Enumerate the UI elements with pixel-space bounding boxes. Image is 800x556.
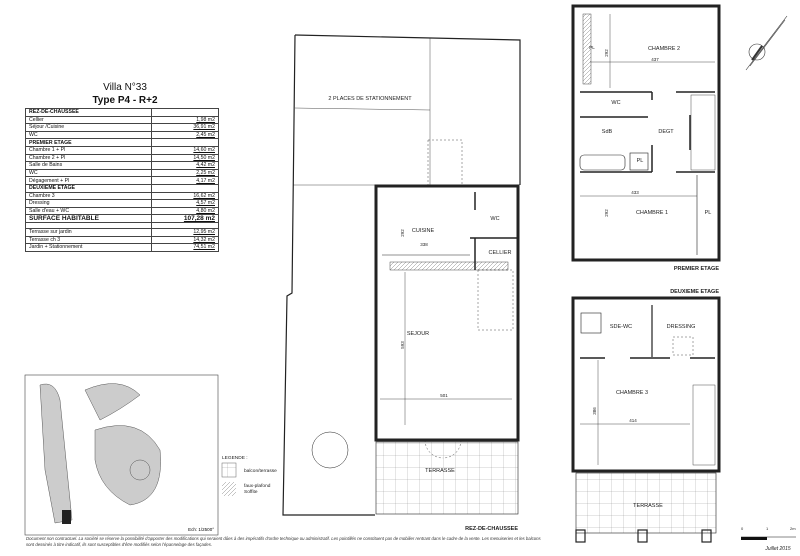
terrace-grid-2 xyxy=(575,472,717,534)
dim-ch1-height: 292 xyxy=(604,209,609,217)
site-location-map: Ech: 1/2500° xyxy=(24,374,219,536)
label-sde-wc: SDE-WC xyxy=(610,324,632,330)
date: Juillet 2015 xyxy=(764,546,791,552)
villa-type: Type P4 - R+2 xyxy=(92,95,158,106)
plan-rez-de-chaussee xyxy=(282,34,521,516)
etage2-labels: DEUXIEME ETAGE SDE-WC DRESSING CHAMBRE 3… xyxy=(592,289,719,509)
row-value xyxy=(151,221,219,229)
legend-swatch-soffite xyxy=(222,482,236,496)
label-sdb: SdB xyxy=(602,129,613,135)
scale-tick-1: 1 xyxy=(766,526,769,531)
level-title-premier: PREMIER ETAGE xyxy=(674,266,719,272)
legend: LEGENDE : balcon/terrasse faux-plafond S… xyxy=(221,455,277,496)
legend-item-soffite: Soffite xyxy=(244,489,258,495)
label-cuisine: CUISINE xyxy=(412,228,435,234)
villa-number: Villa N°33 xyxy=(103,82,147,93)
legend-item-faux-plafond: faux-plafond xyxy=(244,483,271,489)
scale-tick-2: 2m xyxy=(790,526,796,531)
plan-deuxieme-etage xyxy=(571,296,721,543)
legend-title: LEGENDE : xyxy=(222,455,248,461)
legend-swatch-terrace xyxy=(221,462,237,478)
dim-ch1-width: 433 xyxy=(631,190,639,195)
label-cellier: CELLIER xyxy=(489,250,512,256)
dim-sejour-height: 593 xyxy=(400,341,405,349)
dim-cuisine-height: 292 xyxy=(400,229,405,237)
parcel-boundary-left xyxy=(282,34,375,516)
label-chambre3: CHAMBRE 3 xyxy=(616,390,648,396)
label-terrasse-2: TERRASSE xyxy=(633,503,663,509)
disclaimer: Document non contractuel. La société se … xyxy=(26,536,541,547)
level-title-rdc: REZ-DE-CHAUSSEE xyxy=(465,526,518,532)
label-pl-ch1: PL xyxy=(705,210,712,216)
label-wc: WC xyxy=(611,100,620,106)
label-dressing: DRESSING xyxy=(667,324,696,330)
house-walls xyxy=(374,184,520,442)
north-compass-icon xyxy=(745,15,788,71)
label-parking: 2 PLACES DE STATIONNEMENT xyxy=(328,96,412,102)
label-degt: DEGT xyxy=(658,129,674,135)
dim-sejour-width: 501 xyxy=(440,393,448,398)
label-wc: WC xyxy=(490,216,499,222)
site-scale: Ech: 1/2500° xyxy=(188,527,214,532)
scale-bar: 0 1 2m Juillet 2015 xyxy=(741,526,796,552)
label-chambre2: CHAMBRE 2 xyxy=(648,46,680,52)
label-sejour: SEJOUR xyxy=(407,331,429,337)
label-pl-ch2: PL xyxy=(589,45,595,50)
dim-ch2-width: 437 xyxy=(651,57,659,62)
etage1-labels: CHAMBRE 2 437 292 PL WC SdB DEGT PL 433 … xyxy=(589,45,719,272)
plan-premier-etage xyxy=(571,4,721,262)
parcel-boundary xyxy=(294,34,521,185)
label-chambre1: CHAMBRE 1 xyxy=(636,210,668,216)
dim-cuisine-width: 338 xyxy=(420,242,428,247)
dim-ch2-height: 292 xyxy=(604,49,609,57)
row-value: 74,51 m2 xyxy=(151,243,219,252)
label-pl: PL xyxy=(637,158,644,164)
label-terrasse: TERRASSE xyxy=(425,468,455,474)
terrace-grid xyxy=(375,441,519,515)
legend-item-terrace: balcon/terrasse xyxy=(244,468,277,474)
scale-tick-0: 0 xyxy=(741,526,744,531)
dim-ch3-width: 414 xyxy=(629,418,637,423)
dim-ch3-height: 386 xyxy=(592,407,597,415)
spacer-row xyxy=(25,221,219,229)
rdc-labels: 2 PLACES DE STATIONNEMENT CUISINE 338 29… xyxy=(328,96,518,532)
level-title-deuxieme: DEUXIEME ETAGE xyxy=(670,289,719,295)
